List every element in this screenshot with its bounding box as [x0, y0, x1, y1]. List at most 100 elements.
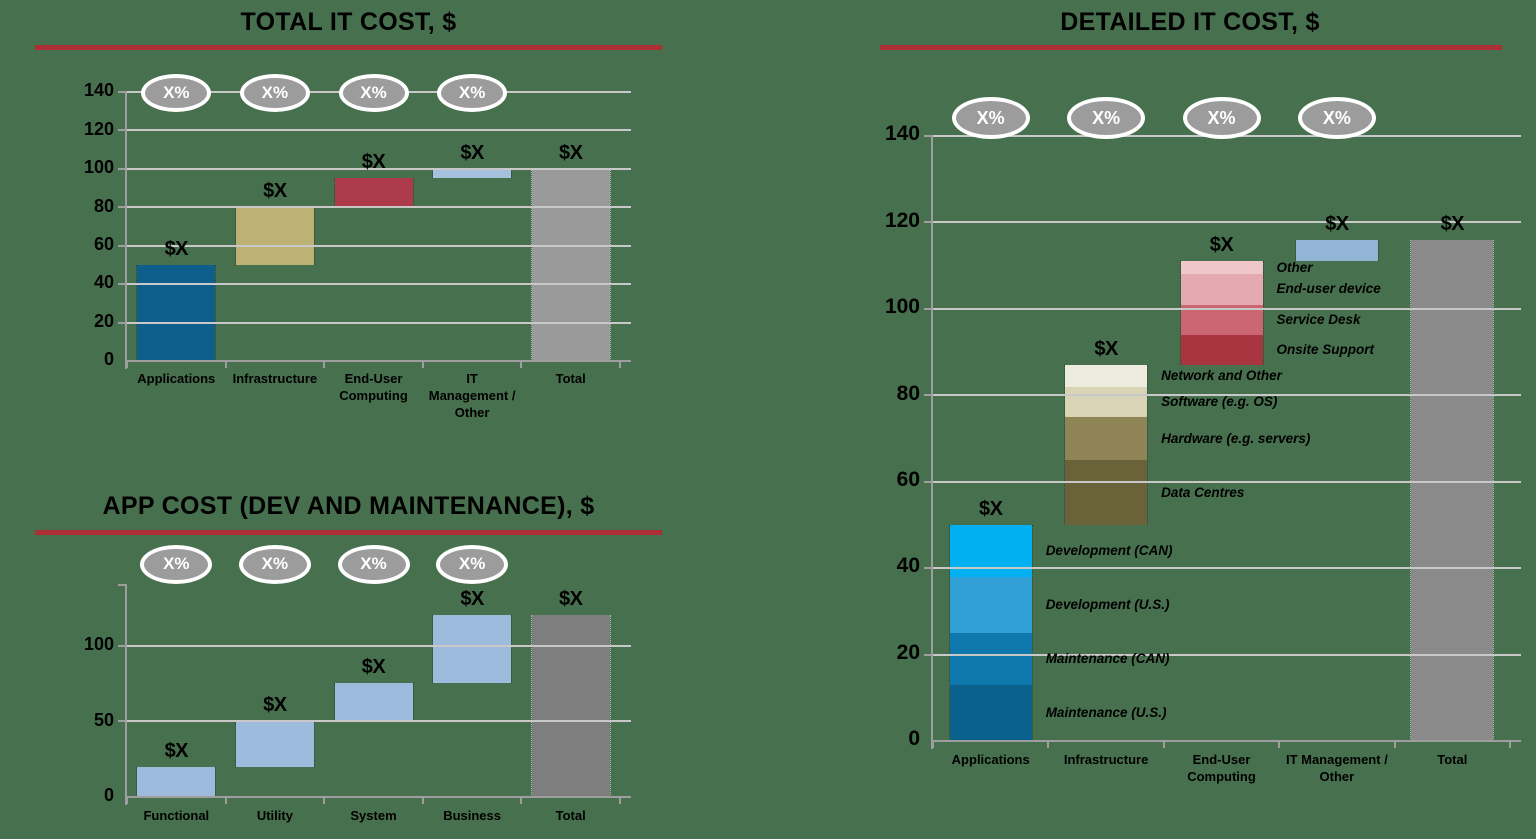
y-axis-label: 80 — [93, 195, 114, 216]
axis-tick — [520, 797, 523, 804]
value-label: $X — [1325, 212, 1349, 235]
bar-segment — [949, 576, 1032, 633]
value-label: $X — [460, 141, 484, 164]
bar-segment — [1065, 416, 1148, 461]
title-underline — [35, 530, 662, 535]
bar-segment — [433, 168, 512, 179]
value-label: $X — [1209, 234, 1234, 257]
y-axis-label: 80 — [896, 381, 920, 405]
bar-segment — [334, 683, 413, 722]
y-axis-label: 0 — [908, 727, 920, 751]
axis-tick — [118, 644, 127, 647]
bar-segment — [1180, 261, 1263, 275]
value-label: $X — [460, 588, 484, 611]
bar-applications — [948, 524, 1033, 741]
gridline — [127, 167, 620, 170]
axis-tick — [118, 321, 127, 324]
gridline — [933, 480, 1510, 483]
gridline — [933, 653, 1510, 656]
y-axis-label: 140 — [884, 122, 920, 146]
percent-oval: X% — [338, 74, 409, 112]
y-axis-label: 140 — [83, 80, 114, 101]
percent-oval: X% — [436, 544, 509, 584]
gridline — [127, 321, 620, 324]
axis-tick — [1510, 567, 1521, 570]
axis-tick — [118, 244, 127, 247]
percent-oval: X% — [1182, 97, 1261, 139]
axis-tick — [118, 206, 127, 209]
axis-tick — [126, 361, 128, 368]
bar-total — [530, 615, 611, 797]
bar-segment — [1065, 386, 1148, 417]
axis-tick — [118, 167, 127, 170]
axis-tick — [1510, 480, 1521, 483]
x-axis-label: End-User Computing — [339, 371, 408, 403]
bar-infrastructure — [1064, 365, 1149, 525]
segment-label: Development (U.S.) — [1045, 596, 1170, 612]
gridline — [127, 206, 620, 209]
bar-segment — [334, 178, 413, 208]
x-axis-label: Total — [555, 371, 586, 386]
x-axis-label: Total — [555, 808, 586, 823]
y-axis-label: 20 — [896, 640, 920, 664]
chart-title: DETAILED IT COST, $ — [1060, 8, 1320, 36]
bar-infrastructure — [234, 207, 315, 265]
title-underline — [35, 45, 662, 50]
gridline — [933, 567, 1510, 570]
value-label: $X — [558, 141, 583, 164]
axis-tick — [118, 283, 127, 286]
axis-tick — [118, 129, 127, 132]
value-label: $X — [978, 497, 1003, 520]
bar-segment — [531, 168, 610, 361]
axis-tick — [924, 567, 933, 570]
bar-end-user — [333, 178, 414, 208]
y-axis-label: 60 — [93, 234, 114, 254]
y-axis-label: 100 — [83, 157, 114, 178]
gridline — [127, 720, 620, 723]
bar-end-user — [1179, 261, 1264, 366]
percent-oval: X% — [238, 544, 311, 584]
percent-oval: X% — [437, 74, 508, 112]
segment-label: Network and Other — [1161, 367, 1282, 383]
axis-tick — [620, 129, 631, 132]
axis-tick — [620, 91, 631, 93]
y-axis-label: 120 — [83, 118, 114, 139]
bar-total — [1410, 239, 1495, 741]
axis-tick — [1509, 741, 1511, 748]
value-label: $X — [1094, 338, 1118, 361]
bar-segment — [1411, 239, 1494, 741]
y-axis — [125, 585, 127, 805]
bar-segment — [1295, 239, 1378, 262]
axis-tick — [118, 91, 127, 93]
bar-segment — [235, 207, 314, 265]
percent-oval: X% — [1067, 97, 1146, 139]
axis-tick — [421, 361, 424, 368]
bar-it — [432, 168, 513, 179]
axis-tick — [620, 321, 631, 324]
percent-oval: X% — [951, 97, 1030, 139]
gridline — [127, 644, 620, 647]
axis-tick — [224, 361, 227, 368]
x-axis-label: Infrastructure — [232, 371, 318, 386]
segment-label: Development (CAN) — [1045, 542, 1173, 558]
axis-tick — [619, 797, 621, 804]
x-axis-label: Infrastructure — [1063, 752, 1149, 767]
axis-tick — [1162, 741, 1165, 748]
axis-tick — [118, 720, 127, 723]
x-axis — [125, 796, 631, 798]
segment-label: Hardware (e.g. servers) — [1161, 430, 1311, 446]
axis-tick — [224, 797, 227, 804]
axis-tick — [924, 394, 933, 397]
axis-tick — [118, 584, 127, 586]
axis-tick — [1510, 653, 1521, 656]
segment-label: Maintenance (CAN) — [1045, 650, 1170, 666]
segment-label: Service Desk — [1276, 311, 1361, 327]
bar-segment — [949, 684, 1032, 741]
axis-tick — [1510, 221, 1521, 224]
y-axis-label: 50 — [93, 709, 114, 730]
y-axis-label: 100 — [884, 295, 920, 319]
bar-segment — [433, 615, 512, 684]
bar-segment — [531, 615, 610, 797]
